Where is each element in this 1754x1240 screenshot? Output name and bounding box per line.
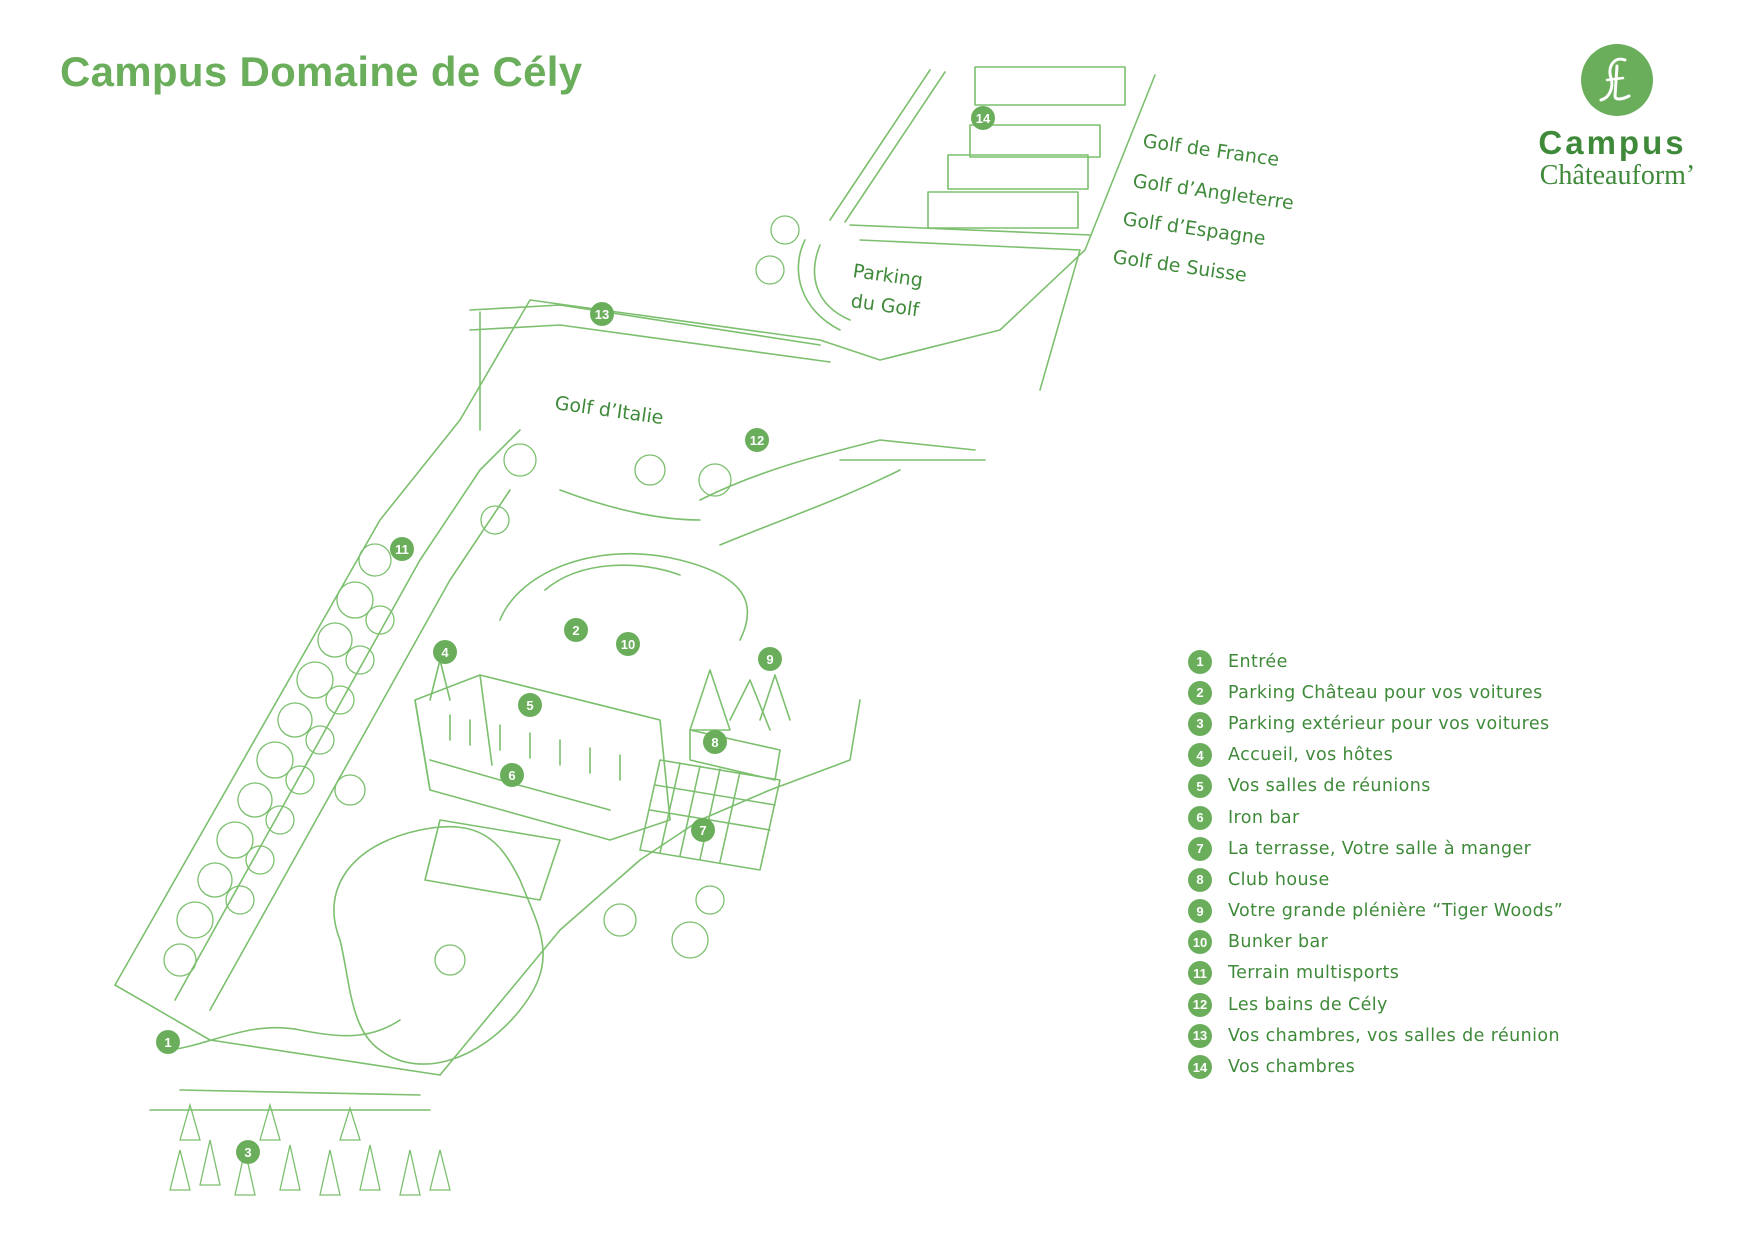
map-marker-2[interactable]: 2	[564, 618, 588, 642]
legend-number: 6	[1188, 805, 1212, 830]
legend-label: Bunker bar	[1228, 932, 1329, 953]
legend-number: 10	[1188, 930, 1212, 955]
legend-label: Accueil, vos hôtes	[1228, 745, 1394, 766]
map-marker-11[interactable]: 11	[390, 537, 414, 561]
legend-number: 5	[1188, 774, 1212, 799]
legend-number: 3	[1188, 711, 1212, 736]
legend-number: 11	[1188, 961, 1212, 986]
legend-label: Vos chambres	[1228, 1057, 1356, 1078]
legend-item: 6 Iron bar	[1188, 802, 1563, 833]
legend-label: La terrasse, Votre salle à manger	[1228, 838, 1532, 859]
page-title: Campus Domaine de Cély	[60, 48, 583, 95]
legend-item: 10 Bunker bar	[1188, 927, 1563, 958]
map-legend: 1 Entrée 2 Parking Château pour vos voitur…	[1188, 646, 1563, 1083]
legend-item: 14 Vos chambres	[1188, 1051, 1563, 1082]
map-marker-4[interactable]: 4	[433, 640, 457, 664]
legend-label: Iron bar	[1228, 807, 1300, 828]
map-marker-5[interactable]: 5	[518, 693, 542, 717]
legend-number: 7	[1188, 836, 1212, 861]
legend-item: 13 Vos chambres, vos salles de réunion	[1188, 1020, 1563, 1051]
legend-label: Vos chambres, vos salles de réunion	[1228, 1025, 1561, 1046]
legend-label: Les bains de Cély	[1228, 994, 1388, 1015]
map-marker-7[interactable]: 7	[691, 818, 715, 842]
legend-number: 8	[1188, 867, 1212, 892]
logo-subtitle-text: Châteauform’	[1539, 160, 1696, 191]
map-marker-6[interactable]: 6	[500, 763, 524, 787]
map-marker-1[interactable]: 1	[156, 1030, 180, 1054]
legend-item: 11 Terrain multisports	[1188, 958, 1563, 989]
legend-number: 14	[1188, 1055, 1212, 1080]
legend-item: 3 Parking extérieur pour vos voitures	[1188, 708, 1563, 739]
legend-item: 4 Accueil, vos hôtes	[1188, 740, 1563, 771]
logo-monogram-icon	[1599, 57, 1631, 102]
map-marker-3[interactable]: 3	[236, 1140, 260, 1164]
legend-label: Votre grande plénière “Tiger Woods”	[1228, 901, 1564, 922]
legend-item: 8 Club house	[1188, 864, 1563, 895]
legend-item: 7 La terrasse, Votre salle à manger	[1188, 833, 1563, 864]
legend-item: 9 Votre grande plénière “Tiger Woods”	[1188, 896, 1563, 927]
legend-number: 4	[1188, 743, 1212, 768]
chateauform-logo: Campus Châteauform’	[1515, 42, 1715, 212]
logo-emblem	[1581, 44, 1653, 116]
legend-label: Vos salles de réunions	[1228, 776, 1431, 797]
legend-label: Parking extérieur pour vos voitures	[1228, 713, 1550, 734]
legend-item: 12 Les bains de Cély	[1188, 989, 1563, 1020]
legend-label: Entrée	[1228, 651, 1288, 672]
legend-number: 9	[1188, 899, 1212, 924]
legend-number: 2	[1188, 680, 1212, 705]
map-marker-14[interactable]: 14	[971, 106, 995, 130]
map-marker-9[interactable]: 9	[758, 647, 782, 671]
legend-number: 12	[1188, 992, 1212, 1017]
map-marker-10[interactable]: 10	[616, 632, 640, 656]
legend-number: 13	[1188, 1023, 1212, 1048]
legend-item: 1 Entrée	[1188, 646, 1563, 677]
map-marker-12[interactable]: 12	[745, 428, 769, 452]
legend-number: 1	[1188, 649, 1212, 674]
map-marker-8[interactable]: 8	[703, 730, 727, 754]
legend-label: Terrain multisports	[1228, 963, 1400, 984]
logo-campus-text: Campus	[1538, 124, 1687, 161]
legend-label: Parking Château pour vos voitures	[1228, 682, 1543, 703]
legend-label: Club house	[1228, 869, 1330, 890]
legend-item: 2 Parking Château pour vos voitures	[1188, 677, 1563, 708]
map-marker-13[interactable]: 13	[590, 302, 614, 326]
legend-item: 5 Vos salles de réunions	[1188, 771, 1563, 802]
